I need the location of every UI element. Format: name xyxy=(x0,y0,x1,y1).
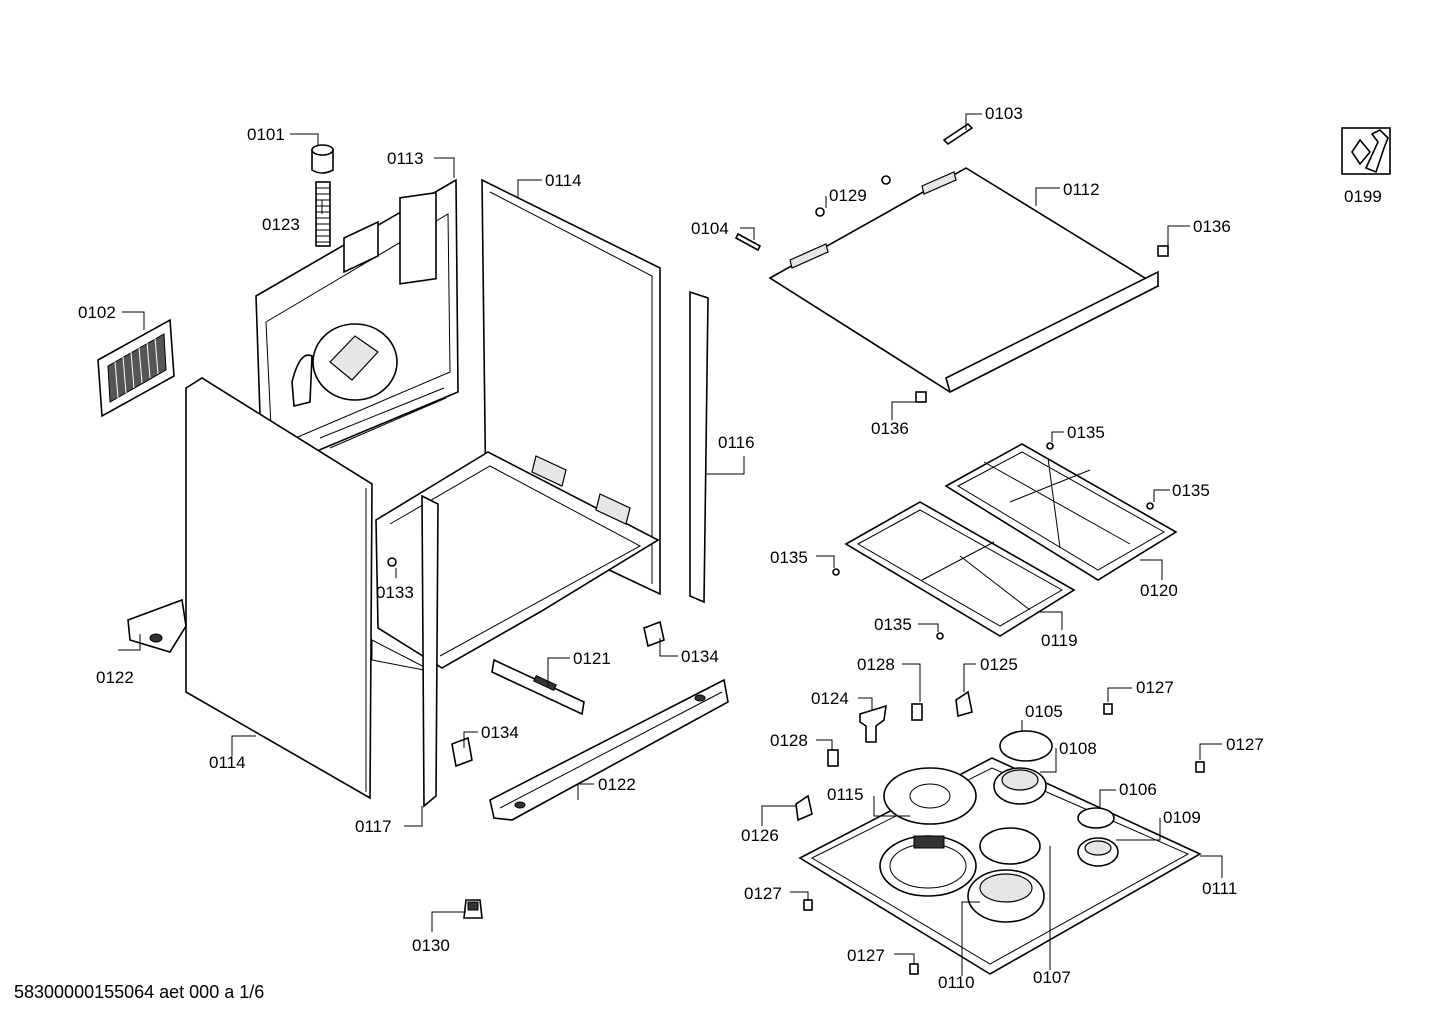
label-0125: 0125 xyxy=(980,655,1018,674)
part-foot-bracket-left xyxy=(127,598,187,653)
label-0134-upper: 0134 xyxy=(681,647,719,666)
label-0128-a: 0128 xyxy=(857,655,895,674)
part-front-strip xyxy=(421,494,439,808)
label-0122-right: 0122 xyxy=(598,775,636,794)
label-0135-b: 0135 xyxy=(1172,481,1210,500)
label-0116: 0116 xyxy=(718,433,755,452)
part-burner-0109 xyxy=(1077,837,1119,867)
part-labels: 0101 0123 0113 0114 0102 0116 0133 0122 … xyxy=(78,104,1382,992)
part-screw-0104 xyxy=(734,232,762,252)
label-0106: 0106 xyxy=(1119,780,1157,799)
label-0113: 0113 xyxy=(387,149,424,168)
label-0114-front: 0114 xyxy=(209,753,246,772)
part-pan-support-right xyxy=(944,443,1178,581)
label-0109: 0109 xyxy=(1163,808,1201,827)
label-0128-b: 0128 xyxy=(770,731,808,750)
label-0199: 0199 xyxy=(1344,187,1382,206)
part-screw-0103 xyxy=(942,122,974,146)
label-0135-c: 0135 xyxy=(770,548,808,567)
part-burner-cap-0106 xyxy=(1077,807,1115,829)
part-pan-support-left xyxy=(844,501,1076,637)
label-0127-a: 0127 xyxy=(1136,678,1174,697)
part-pad-lower xyxy=(915,391,927,403)
label-0112: 0112 xyxy=(1063,180,1100,199)
part-burner-0108 xyxy=(993,767,1047,805)
label-0120: 0120 xyxy=(1140,581,1178,600)
label-0136-upper: 0136 xyxy=(1193,217,1231,236)
label-0105: 0105 xyxy=(1025,702,1063,721)
label-0111: 0111 xyxy=(1202,879,1237,898)
part-gas-adapter xyxy=(463,899,483,919)
part-cap xyxy=(311,144,334,174)
part-flexible-hose xyxy=(315,181,331,247)
label-0136-lower: 0136 xyxy=(871,419,909,438)
part-bottom-tray xyxy=(371,451,660,673)
label-0104: 0104 xyxy=(691,219,729,238)
part-slide-rail xyxy=(491,658,585,716)
label-0117: 0117 xyxy=(355,817,392,836)
label-0101: 0101 xyxy=(247,125,285,144)
document-code: 58300000155064 aet 000 a 1/6 xyxy=(14,982,264,1002)
part-clip-0125 xyxy=(955,690,973,718)
label-0115: 0115 xyxy=(827,785,864,804)
label-0108: 0108 xyxy=(1059,739,1097,758)
label-0103: 0103 xyxy=(985,104,1023,123)
part-burner-cap-0105 xyxy=(999,730,1053,762)
wrench-nut-icon xyxy=(1341,127,1391,175)
part-burner-cap-0107 xyxy=(979,827,1041,865)
part-foot-bracket-right xyxy=(489,678,729,821)
label-0102: 0102 xyxy=(78,303,116,322)
part-clip-upper xyxy=(643,620,665,648)
part-clip-0128b xyxy=(827,749,839,767)
label-0110: 0110 xyxy=(938,973,975,992)
part-hotplate xyxy=(883,767,977,849)
label-0121: 0121 xyxy=(573,649,611,668)
label-0134-lower: 0134 xyxy=(481,723,519,742)
label-0119: 0119 xyxy=(1041,631,1078,650)
label-0114-rear: 0114 xyxy=(545,171,582,190)
label-0122-left: 0122 xyxy=(96,668,134,687)
label-0127-c: 0127 xyxy=(744,884,782,903)
part-rubber-feet xyxy=(832,442,1154,640)
part-side-panel-front xyxy=(185,377,373,800)
label-0133: 0133 xyxy=(376,583,414,602)
part-burner-0110 xyxy=(967,869,1045,923)
label-0124: 0124 xyxy=(811,689,849,708)
part-screw-0133 xyxy=(387,557,397,567)
leader-lines xyxy=(118,113,1223,976)
label-0130: 0130 xyxy=(412,936,450,955)
label-0126: 0126 xyxy=(741,826,779,845)
label-0127-b: 0127 xyxy=(1226,735,1264,754)
part-vent-grille xyxy=(97,318,175,418)
part-nut-0129 xyxy=(815,175,891,217)
label-0107: 0107 xyxy=(1033,968,1071,987)
label-0127-d: 0127 xyxy=(847,946,885,965)
label-0135-d: 0135 xyxy=(874,615,912,634)
label-0129: 0129 xyxy=(829,186,867,205)
part-clip-0126 xyxy=(795,794,813,822)
label-0123: 0123 xyxy=(262,215,300,234)
part-glass-lid xyxy=(768,167,1160,394)
part-pad-upper xyxy=(1157,245,1169,257)
part-clip-0128a xyxy=(911,703,923,721)
part-knob-0124 xyxy=(859,704,887,743)
part-clip-lower xyxy=(451,736,473,768)
label-0135-a: 0135 xyxy=(1067,423,1105,442)
part-trim-strip xyxy=(689,290,709,604)
